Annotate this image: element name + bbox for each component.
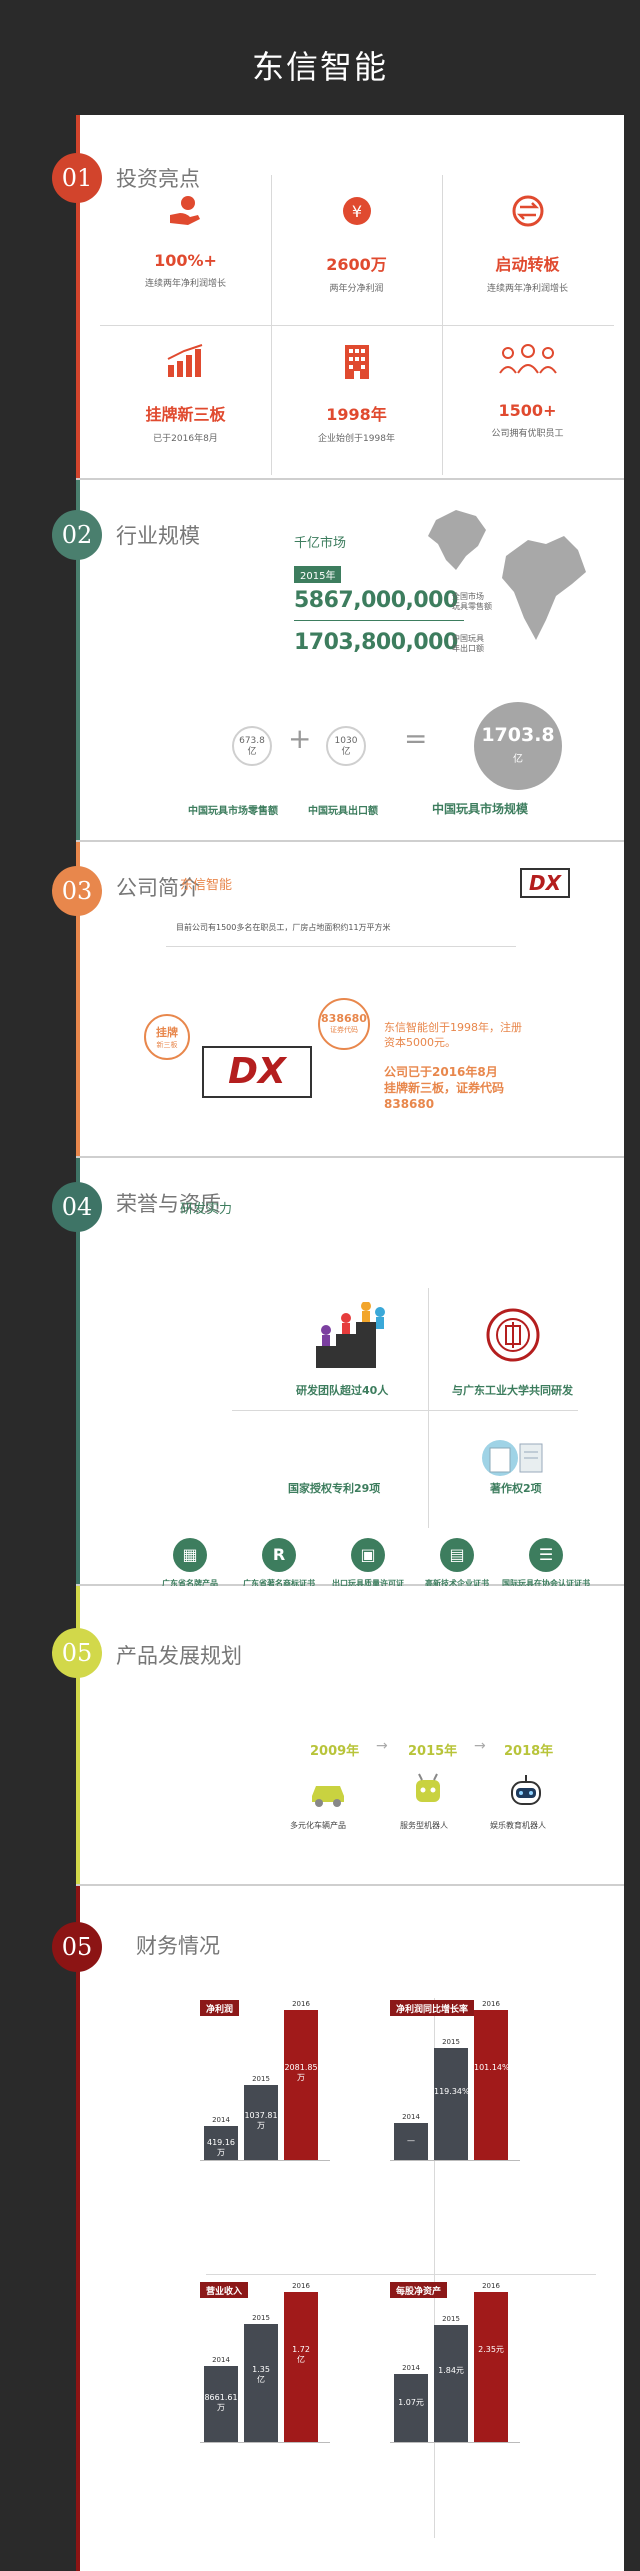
dx-logo-large: DX xyxy=(202,1046,312,1098)
finance-chart-title: 净利润同比增长率 xyxy=(390,2000,475,2016)
finance-bar-year: 2015 xyxy=(442,2314,460,2323)
copyright-doc-icon xyxy=(482,1440,543,1476)
finance-bar-year: 2015 xyxy=(252,2075,270,2084)
service-robot-icon xyxy=(416,1773,440,1802)
document-icon: ▤ xyxy=(440,1538,474,1572)
section-highlights: 01 投资亮点 100%+ 连续两年净利润增长 ¥ 2600万 两年分净利润 xyxy=(52,115,624,480)
finance-bar-year: 2015 xyxy=(442,2038,460,2047)
svg-text:¥: ¥ xyxy=(351,202,361,221)
highlight-item: 挂牌新三板 已于2016年8月 xyxy=(100,325,271,475)
arrow-icon: → xyxy=(474,1738,486,1754)
finance-bar: 1.84元 xyxy=(434,2324,468,2442)
university-seal-icon xyxy=(486,1308,540,1362)
finance-baseline xyxy=(390,2160,520,2161)
section-roadmap: 05 产品发展规划 2009年 → 2015年 → 2018年 多元化车辆产品 … xyxy=(52,1586,624,1886)
export-circle: 1030 亿 xyxy=(326,726,366,766)
highlight-item: 1998年 企业始创于1998年 xyxy=(271,325,442,475)
company-name: 东信智能 xyxy=(180,878,233,893)
finance-bar: 1.07元 xyxy=(394,2373,428,2442)
finance-bar: 1037.81 万 xyxy=(244,2085,278,2160)
header: 东信智能 xyxy=(0,0,640,115)
listed-badge: 挂牌 新三板 xyxy=(144,1014,190,1060)
finance-bar-year: 2016 xyxy=(292,2000,310,2008)
finance-bar-year: 2016 xyxy=(482,2000,500,2008)
building-icon xyxy=(271,343,442,383)
finance-chart-title: 营业收入 xyxy=(200,2282,249,2298)
transfer-icon xyxy=(442,193,613,233)
section-badge: 04 xyxy=(52,1182,102,1232)
finance-bar: 2.35元 xyxy=(474,2292,508,2442)
retail-number: 5867,000,000 xyxy=(294,588,458,613)
section-industry: 02 行业规模 千亿市场 2015年 5867,000,000 全国市场 玩具零… xyxy=(52,480,624,842)
finance-bar: 419.16 万 xyxy=(204,2126,238,2160)
finance-bar-year: 2016 xyxy=(292,2282,310,2290)
grid-icon: ▦ xyxy=(173,1538,207,1572)
finance-baseline xyxy=(390,2442,520,2443)
finance-bar: 8661.61 万 xyxy=(204,2366,238,2442)
content-sheet: 01 投资亮点 100%+ 连续两年净利润增长 ¥ 2600万 两年分净利润 xyxy=(52,115,624,2571)
section-title: 荣誉与资质 xyxy=(116,1192,221,1216)
finance-bar-year: 2014 xyxy=(212,2356,230,2365)
page-title: 东信智能 xyxy=(251,48,388,86)
highlight-item: 启动转板 连续两年净利润增长 xyxy=(442,175,613,325)
code-badge: 838680 证券代码 xyxy=(318,998,370,1050)
section-badge: 05 xyxy=(52,1628,102,1678)
year-tag: 2015年 xyxy=(294,566,342,583)
section-badge: 01 xyxy=(52,153,102,203)
section-title: 行业规模 xyxy=(116,524,200,548)
section-company: 03 公司简介 东信智能 DX 目前公司有1500多名在职员工，厂房占地面积约1… xyxy=(52,842,624,1158)
finance-baseline xyxy=(200,2160,330,2161)
highlight-item: 1500+ 公司拥有优职员工 xyxy=(442,325,613,475)
dx-logo: DX xyxy=(520,868,570,898)
section-title: 产品发展规划 xyxy=(116,1644,242,1668)
section-badge: 02 xyxy=(52,510,102,560)
yen-circle-icon: ¥ xyxy=(271,193,442,233)
highlight-item: ¥ 2600万 两年分净利润 xyxy=(271,175,442,325)
certificate-icon: ▣ xyxy=(351,1538,385,1572)
finance-bar: 1.35 亿 xyxy=(244,2324,278,2442)
finance-bar: 1.72 亿 xyxy=(284,2292,318,2442)
finance-bar-year: 2014 xyxy=(402,2363,420,2372)
finance-chart-title: 净利润 xyxy=(200,2000,240,2016)
section-title: 公司简介 xyxy=(116,876,200,900)
team-icon xyxy=(316,1302,385,1368)
finance-bar: 119.34% xyxy=(434,2048,470,2160)
finance-chart-title: 每股净资产 xyxy=(390,2282,448,2298)
finance-bar: 101.14% xyxy=(474,2010,510,2160)
finance-bar: — xyxy=(394,2122,428,2160)
section-honors: 04 荣誉与资质 研发实力 研发团队超过40人 与广东工业大学共同研发 国家授权… xyxy=(52,1158,624,1588)
section-title: 投资亮点 xyxy=(116,167,200,191)
section-badge: 05 xyxy=(52,1922,102,1972)
retail-circle: 673.8 亿 xyxy=(232,726,272,766)
finance-bar-year: 2015 xyxy=(252,2314,270,2323)
highlights-grid: 100%+ 连续两年净利润增长 ¥ 2600万 两年分净利润 启动转板 连续两年… xyxy=(100,175,614,485)
hand-coin-icon xyxy=(100,193,271,233)
finance-bar-year: 2014 xyxy=(212,2116,230,2124)
finance-bar-year: 2014 xyxy=(402,2112,420,2121)
section-title: 财务情况 xyxy=(136,1934,220,1958)
arrow-icon: → xyxy=(376,1738,388,1754)
people-icon xyxy=(442,343,613,383)
total-circle: 1703.8 亿 xyxy=(474,702,562,790)
highlight-item: 100%+ 连续两年净利润增长 xyxy=(100,175,271,325)
finance-bar-year: 2016 xyxy=(482,2282,500,2290)
section-bar xyxy=(76,115,80,478)
finance-baseline xyxy=(200,2442,330,2443)
growth-chart-icon xyxy=(100,343,271,383)
list-icon: ☰ xyxy=(529,1538,563,1572)
finance-bar: 2081.85 万 xyxy=(284,2010,318,2160)
market-label: 千亿市场 xyxy=(294,536,347,551)
map-icon xyxy=(428,510,586,640)
education-robot-icon xyxy=(511,1775,541,1805)
registered-icon: R xyxy=(262,1538,296,1572)
export-number: 1703,800,000 xyxy=(294,630,458,655)
section-badge: 03 xyxy=(52,866,102,916)
car-icon xyxy=(312,1786,344,1807)
